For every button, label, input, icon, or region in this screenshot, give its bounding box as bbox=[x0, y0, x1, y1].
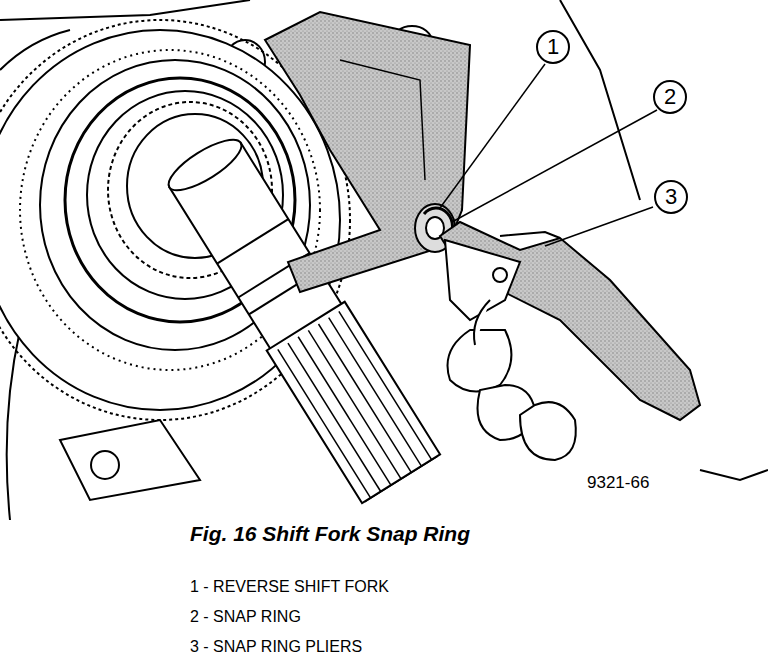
callout-number: 1 bbox=[547, 36, 559, 58]
legend-item: 2 - SNAP RING bbox=[190, 608, 301, 626]
legend-item: 3 - SNAP RING PLIERS bbox=[190, 638, 362, 656]
figure-caption: Fig. 16 Shift Fork Snap Ring bbox=[190, 522, 470, 545]
reverse-shift-fork bbox=[265, 12, 470, 292]
callout-circle: 2 bbox=[653, 80, 687, 114]
figure-number: 9321-66 bbox=[587, 474, 649, 493]
hand bbox=[448, 300, 576, 460]
callout-number: 2 bbox=[664, 86, 676, 108]
leader-lines bbox=[440, 64, 657, 246]
legend-item: 1 - REVERSE SHIFT FORK bbox=[190, 578, 389, 596]
callout-circle: 3 bbox=[654, 180, 688, 214]
callout-circle: 1 bbox=[536, 30, 570, 64]
callout-number: 3 bbox=[665, 186, 677, 208]
